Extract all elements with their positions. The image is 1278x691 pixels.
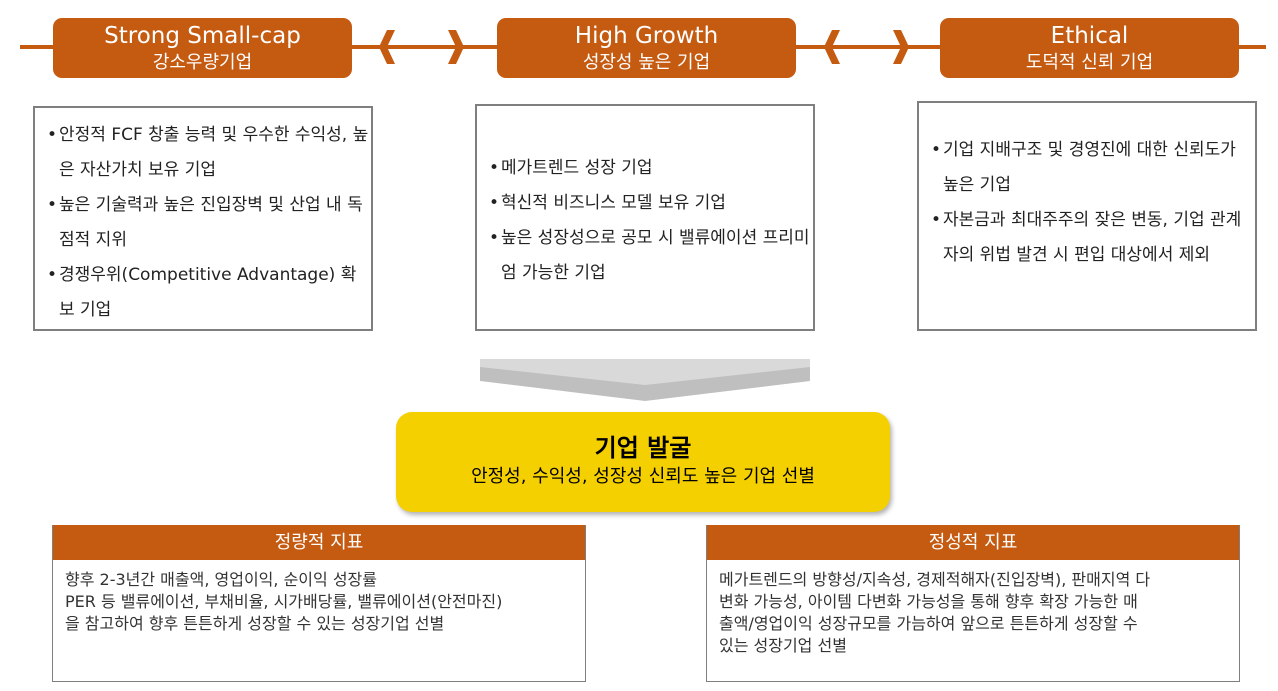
pillar-strong-small-cap: Strong Small-cap 강소우량기업: [53, 18, 352, 78]
pillar-subtitle: 성장성 높은 기업: [582, 52, 711, 73]
pillar-ethical: Ethical 도덕적 신뢰 기업: [940, 18, 1239, 78]
pillar-title: High Growth: [574, 23, 719, 49]
detail-item: 높은 기술력과 높은 진입장벽 및 산업 내 독점적 지위: [47, 188, 371, 258]
detail-item: 높은 성장성으로 공모 시 밸류에이션 프리미엄 가능한 기업: [489, 221, 813, 291]
result-subtitle: 안정성, 수익성, 성장성 신뢰도 높은 기업 선별: [471, 466, 815, 487]
pillar-title: Ethical: [1050, 23, 1129, 49]
chevron-left-icon: [820, 30, 846, 64]
detail-item: 기업 지배구조 및 경영진에 대한 신뢰도가 높은 기업: [931, 133, 1255, 203]
detail-item: 자본금과 최대주주의 잦은 변동, 기업 관계자의 위법 발견 시 편입 대상에…: [931, 203, 1255, 273]
criteria-title: 정량적 지표: [53, 525, 585, 560]
chevron-right-icon: [887, 30, 913, 64]
detail-box-high-growth: 메가트렌드 성장 기업혁신적 비즈니스 모델 보유 기업높은 성장성으로 공모 …: [475, 104, 815, 331]
detail-box-ethical: 기업 지배구조 및 경영진에 대한 신뢰도가 높은 기업자본금과 최대주주의 잦…: [917, 101, 1257, 331]
result-title: 기업 발굴: [594, 434, 692, 462]
quantitative-criteria-box: 정량적 지표 향후 2-3년간 매출액, 영업이익, 순이익 성장률 PER 등 …: [52, 525, 586, 682]
detail-item: 혁신적 비즈니스 모델 보유 기업: [489, 186, 813, 221]
pillar-high-growth: High Growth 성장성 높은 기업: [497, 18, 796, 78]
pillar-subtitle: 도덕적 신뢰 기업: [1025, 52, 1154, 73]
criteria-line: 있는 성장기업 선별: [719, 636, 847, 655]
chevron-left-icon: [375, 30, 401, 64]
criteria-line: 메가트렌드의 방향성/지속성, 경제적해자(진입장벽), 판매지역 다: [719, 570, 1151, 589]
detail-box-small-cap: 안정적 FCF 창출 능력 및 우수한 수익성, 높은 자산가치 보유 기업높은…: [33, 106, 373, 331]
criteria-line: PER 등 밸류에이션, 부채비율, 시가배당률, 밸류에이션(안전마진): [65, 592, 503, 611]
criteria-line: 을 참고하여 향후 튼튼하게 성장할 수 있는 성장기업 선별: [65, 614, 445, 633]
qualitative-criteria-box: 정성적 지표 메가트렌드의 방향성/지속성, 경제적해자(진입장벽), 판매지역…: [706, 525, 1240, 682]
criteria-line: 출액/영업이익 성장규모를 가늠하여 앞으로 튼튼하게 성장할 수: [719, 614, 1138, 633]
detail-item: 안정적 FCF 창출 능력 및 우수한 수익성, 높은 자산가치 보유 기업: [47, 118, 371, 188]
detail-item: 경쟁우위(Competitive Advantage) 확보 기업: [47, 258, 371, 328]
criteria-line: 향후 2-3년간 매출액, 영업이익, 순이익 성장률: [65, 570, 377, 589]
pillar-subtitle: 강소우량기업: [152, 52, 253, 73]
down-arrow-icon: [480, 359, 810, 401]
detail-item: 메가트렌드 성장 기업: [489, 151, 813, 186]
pillar-title: Strong Small-cap: [104, 23, 301, 49]
company-discovery-box: 기업 발굴 안정성, 수익성, 성장성 신뢰도 높은 기업 선별: [396, 412, 890, 512]
criteria-title: 정성적 지표: [707, 525, 1239, 560]
criteria-line: 변화 가능성, 아이템 다변화 가능성을 통해 향후 확장 가능한 매: [719, 592, 1138, 611]
chevron-right-icon: [442, 30, 468, 64]
